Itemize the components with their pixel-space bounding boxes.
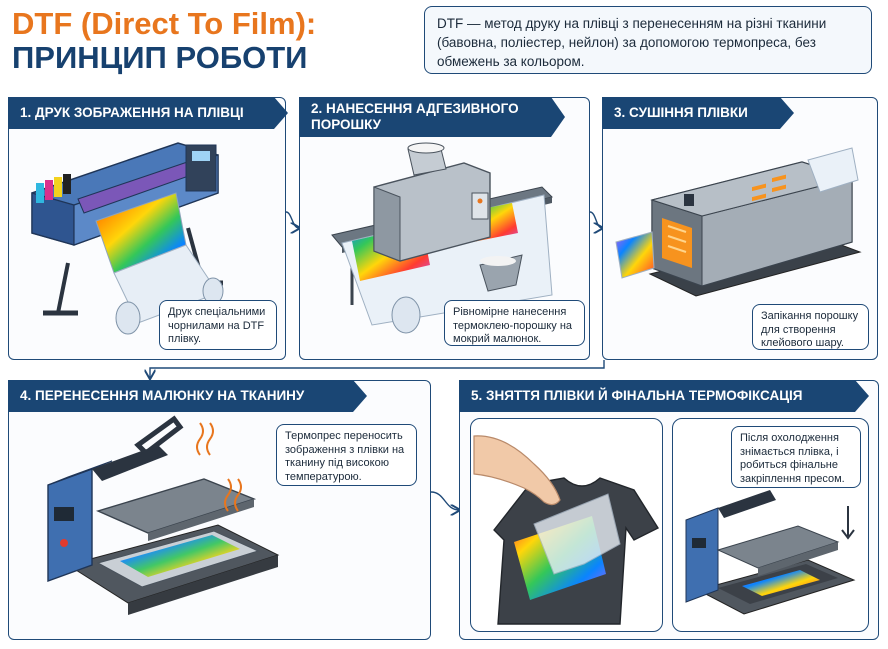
connector-4-5 bbox=[430, 491, 459, 510]
step-1-title: 1. ДРУК ЗОБРАЖЕННЯ НА ПЛІВЦІ bbox=[8, 97, 288, 129]
connector-3-4 bbox=[150, 360, 605, 378]
powder-shaker-icon bbox=[331, 142, 553, 334]
connector-2-3 bbox=[589, 211, 602, 228]
film-peel-icon bbox=[473, 435, 660, 625]
curing-oven-icon bbox=[615, 147, 862, 297]
page-subtitle: ПРИНЦИП РОБОТИ bbox=[12, 40, 308, 75]
step-1-note: Друк спеціальними чорнилами на DTF плівк… bbox=[159, 300, 277, 350]
step-4-title: 4. ПЕРЕНЕСЕННЯ МАЛЮНКУ НА ТКАНИНУ bbox=[8, 380, 367, 412]
page-title: DTF (Direct To Film): bbox=[12, 6, 317, 41]
intro-box: DTF — метод друку на плівці з перенесенн… bbox=[424, 6, 872, 74]
step-3-title: 3. СУШІННЯ ПЛІВКИ bbox=[602, 97, 794, 129]
step-3-note: Запікання порошку для створення клейовог… bbox=[752, 304, 869, 350]
step-5-title: 5. ЗНЯТТЯ ПЛІВКИ Й ФІНАЛЬНА ТЕРМОФІКСАЦІ… bbox=[459, 380, 869, 412]
heat-press-icon bbox=[47, 415, 280, 615]
step-2-title: 2. НАНЕСЕННЯ АДГЕЗИВНОГО ПОРОШКУ bbox=[299, 97, 565, 137]
step-2-note: Рівномірне нанесення термоклею-порошку н… bbox=[444, 300, 585, 346]
printer-icon bbox=[31, 142, 224, 335]
step-4-note: Термопрес переносить зображення з плівки… bbox=[276, 424, 417, 486]
step-5-note: Після охолодження знімається плівка, і р… bbox=[731, 426, 861, 488]
final-press-icon bbox=[685, 490, 856, 615]
connector-1-2 bbox=[285, 211, 299, 228]
